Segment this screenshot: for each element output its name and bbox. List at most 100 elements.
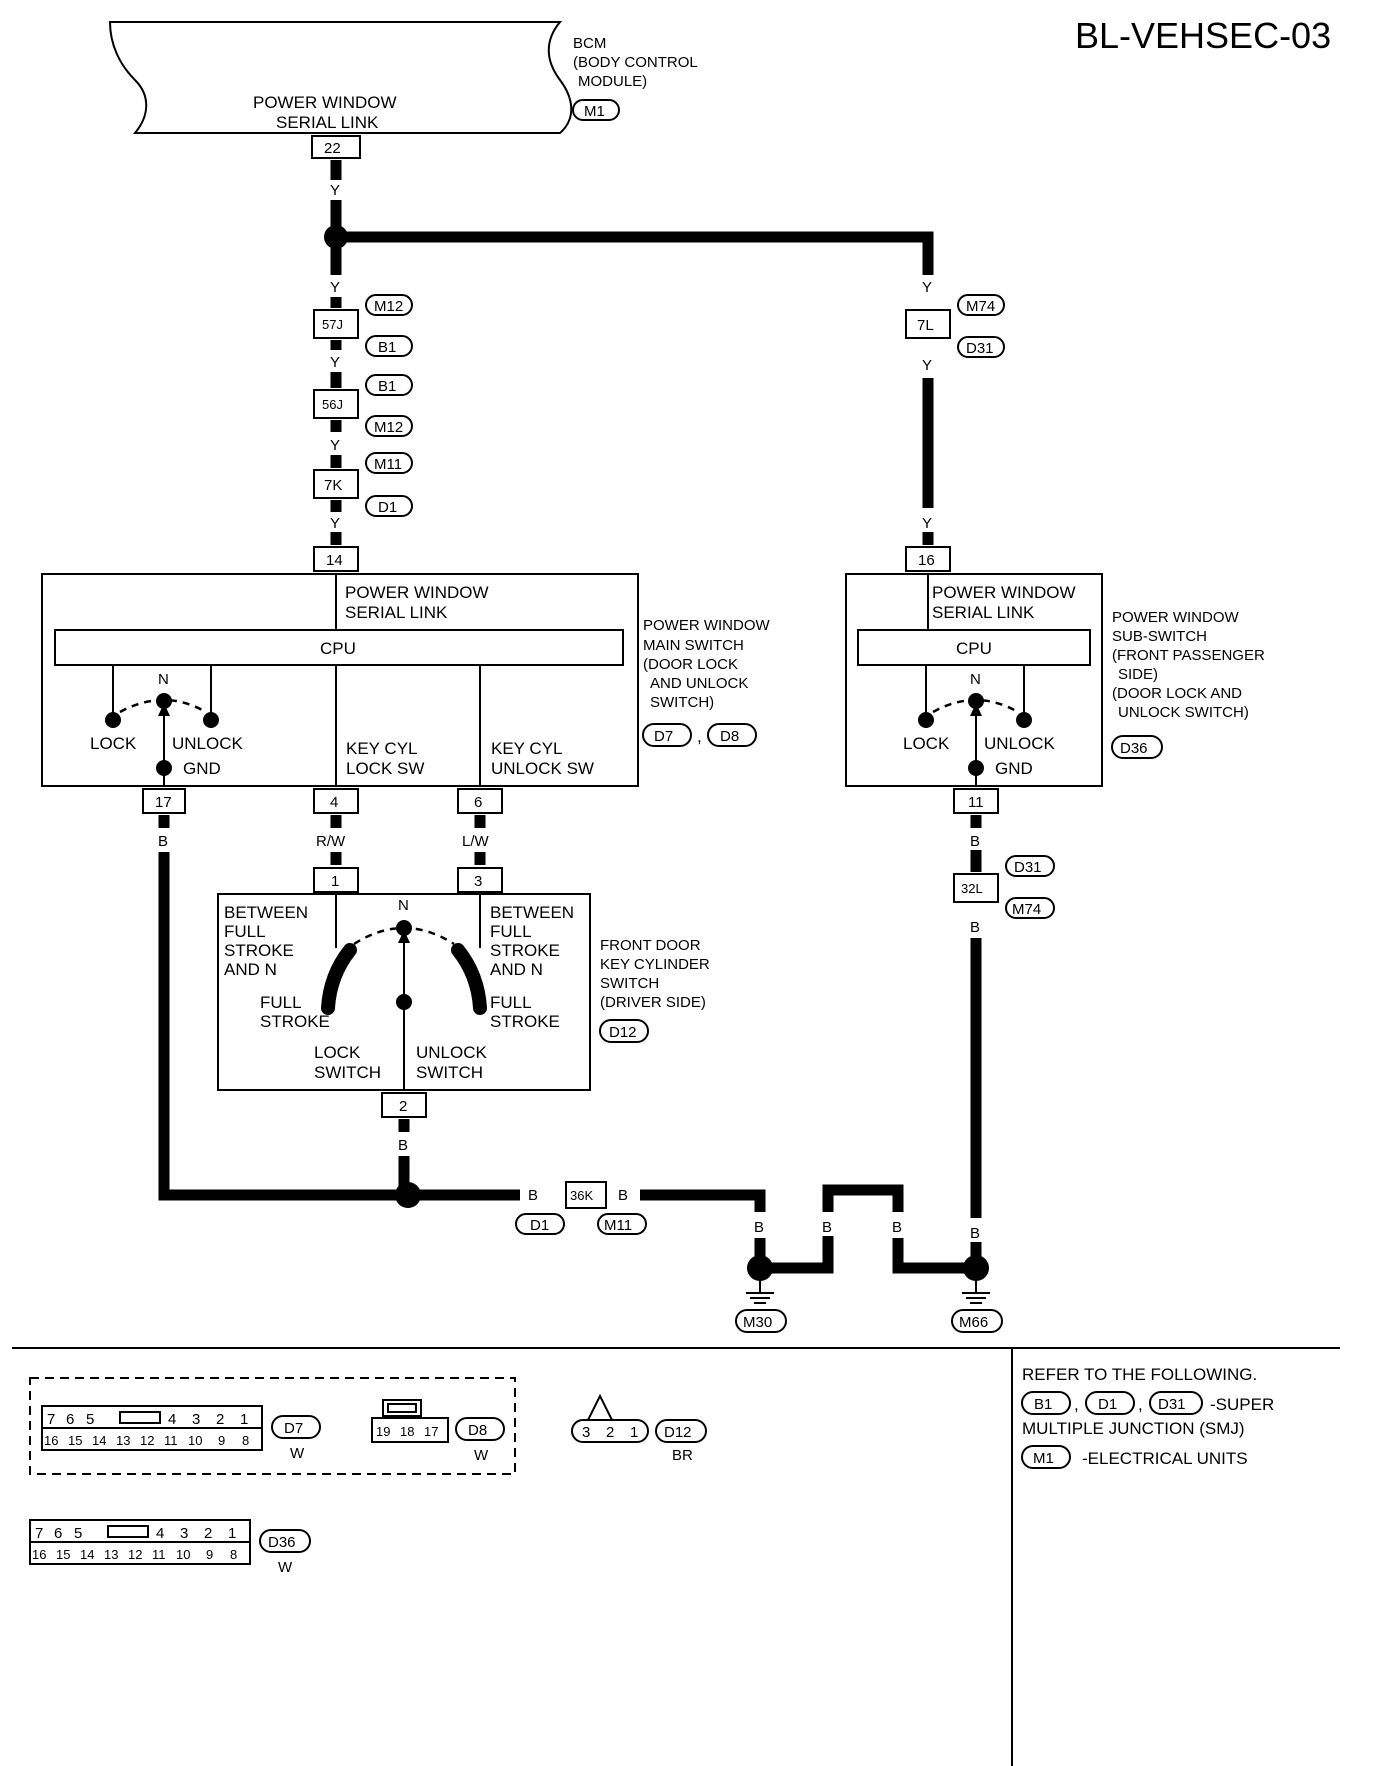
pin-box bbox=[457, 788, 503, 814]
pin-num: 10 bbox=[188, 1433, 202, 1448]
name-line2: MAIN SWITCH bbox=[643, 637, 744, 654]
bcm-name-line2: (BODY CONTROL bbox=[573, 54, 698, 71]
left-line1: BETWEEN bbox=[224, 903, 308, 922]
conn-badge bbox=[1111, 735, 1163, 759]
ground-bus: B 36K B D1 M11 B B B M30 M6 bbox=[395, 1181, 1003, 1333]
wire-label-b: B bbox=[754, 1219, 764, 1236]
pin-num: 18 bbox=[400, 1424, 414, 1439]
connector-d7: 7 6 5 4 3 2 1 16 15 14 13 12 11 10 9 8 D… bbox=[41, 1405, 321, 1462]
conn-id: D8 bbox=[720, 728, 739, 745]
wire-label-lw: L/W bbox=[462, 833, 490, 850]
wire-label-y: Y bbox=[922, 279, 932, 296]
name-line2: SUB-SWITCH bbox=[1112, 628, 1207, 645]
conn-id: D31 bbox=[966, 340, 994, 357]
pin-num: 1 bbox=[630, 1424, 638, 1441]
pin-box bbox=[953, 788, 999, 814]
pin-num: 13 bbox=[104, 1547, 118, 1562]
pin-num: 5 bbox=[74, 1525, 82, 1542]
wire-label-b: B bbox=[970, 919, 980, 936]
conn-badge bbox=[707, 723, 757, 747]
wire-label-y: Y bbox=[330, 279, 340, 296]
pin-num: 15 bbox=[56, 1547, 70, 1562]
name-line3: (FRONT PASSENGER bbox=[1112, 647, 1265, 664]
pin-box bbox=[313, 546, 359, 572]
conn-badge bbox=[1005, 897, 1055, 919]
pin-num: 7 bbox=[35, 1525, 43, 1542]
lock-sw-line1: LOCK bbox=[314, 1043, 361, 1062]
conn-badge bbox=[1085, 1391, 1135, 1415]
legend-smj-id: B1 bbox=[1034, 1396, 1052, 1413]
conn-badge bbox=[597, 1213, 647, 1235]
ground-icon bbox=[746, 1281, 774, 1304]
common-contact bbox=[396, 994, 412, 1010]
conn-badge bbox=[1021, 1445, 1071, 1469]
pin-label: 16 bbox=[918, 552, 935, 569]
unlock-contact bbox=[203, 712, 219, 728]
arrow-icon bbox=[158, 703, 170, 716]
wire-to-sub bbox=[336, 231, 934, 275]
inline-pin: 32L bbox=[961, 881, 983, 896]
cpu-label: CPU bbox=[956, 639, 992, 658]
full-stroke-left-2: STROKE bbox=[260, 1012, 330, 1031]
conn-badge bbox=[599, 1019, 649, 1043]
comma-separator: , bbox=[1138, 1395, 1143, 1414]
pin-num: 8 bbox=[242, 1433, 249, 1448]
inline-7k: 7K M11 D1 Y bbox=[313, 452, 413, 545]
full-stroke-right-1: FULL bbox=[490, 993, 532, 1012]
lock-label: LOCK bbox=[903, 734, 950, 753]
pin-box bbox=[457, 867, 503, 893]
name-line6: UNLOCK SWITCH) bbox=[1118, 704, 1249, 721]
conn-id: D12 bbox=[609, 1024, 637, 1041]
pin-box bbox=[313, 788, 359, 814]
unlock-stroke-bar bbox=[451, 943, 487, 1015]
pin-label: 6 bbox=[474, 794, 482, 811]
inline-pin: 57J bbox=[322, 317, 343, 332]
main-switch-box bbox=[41, 573, 639, 787]
name-line5: (DOOR LOCK AND bbox=[1112, 685, 1242, 702]
conn-id: D36 bbox=[1120, 740, 1148, 757]
arrow-icon bbox=[398, 930, 410, 943]
dashed-group bbox=[29, 1377, 516, 1475]
name-line3: (DOOR LOCK bbox=[643, 656, 738, 673]
lock-contact bbox=[105, 712, 121, 728]
conn-id: B1 bbox=[378, 339, 396, 356]
wire-label-y: Y bbox=[330, 437, 340, 454]
ground-id: M30 bbox=[743, 1314, 772, 1331]
inline-7l: 7L M74 D31 Y Y bbox=[905, 294, 1005, 545]
conn-id: M11 bbox=[374, 456, 402, 473]
conn-badge bbox=[365, 294, 413, 316]
conn-color: BR bbox=[672, 1447, 693, 1464]
serial-line2: SERIAL LINK bbox=[345, 603, 448, 622]
key-cylinder-switch: 1 3 N BETWEEN FULL STROKE AND N BETWEEN … bbox=[217, 867, 710, 1195]
conn-badge bbox=[365, 415, 413, 437]
pin-num: 3 bbox=[180, 1525, 188, 1542]
unlock-label: UNLOCK bbox=[984, 734, 1056, 753]
pin-num: 9 bbox=[218, 1433, 225, 1448]
pin-num: 5 bbox=[86, 1411, 94, 1428]
left-line3: STROKE bbox=[224, 941, 294, 960]
pin-num: 14 bbox=[92, 1433, 106, 1448]
wire-label-y: Y bbox=[330, 182, 340, 199]
conn-id: D36 bbox=[268, 1534, 296, 1551]
conn-badge bbox=[365, 335, 413, 357]
inline-box bbox=[565, 1181, 607, 1209]
connector-d8: 19 18 17 D8 W bbox=[371, 1399, 505, 1464]
conn-color: W bbox=[290, 1445, 305, 1462]
pin-num: 10 bbox=[176, 1547, 190, 1562]
legend-smj-text2: MULTIPLE JUNCTION (SMJ) bbox=[1022, 1419, 1245, 1438]
pin-num: 1 bbox=[240, 1411, 248, 1428]
wire-seg bbox=[158, 852, 408, 1201]
bcm-conn-badge bbox=[572, 99, 620, 121]
bcm-pin: 22 bbox=[324, 140, 341, 157]
wire-seg bbox=[640, 1189, 766, 1212]
keycyl-unlock-line1: KEY CYL bbox=[491, 739, 563, 758]
pin-num: 7 bbox=[47, 1411, 55, 1428]
connector-latch-inner bbox=[387, 1403, 417, 1413]
pin-num: 16 bbox=[44, 1433, 58, 1448]
cpu-box bbox=[54, 629, 624, 666]
conn-id: D12 bbox=[664, 1424, 692, 1441]
name-line4: SIDE) bbox=[1118, 666, 1158, 683]
unlock-contact bbox=[1016, 712, 1032, 728]
gnd-label: GND bbox=[995, 759, 1033, 778]
conn-badge bbox=[365, 495, 413, 517]
